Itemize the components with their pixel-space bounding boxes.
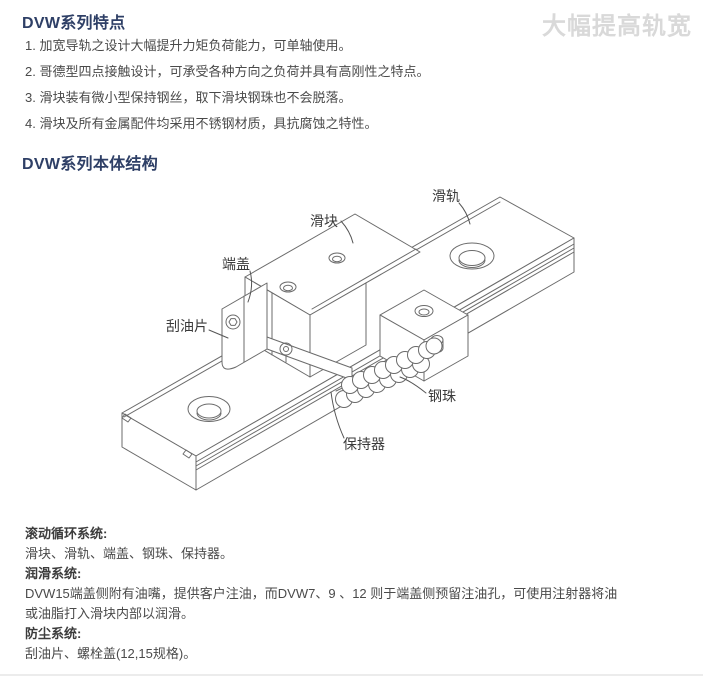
steel-balls-drawing: [335, 337, 443, 408]
lubrication-system-body-line1: DVW15端盖侧附有油嘴，提供客户注油，而DVW7、9 、12 则于端盖侧预留注…: [25, 586, 618, 601]
label-oil-scraper: 刮油片: [166, 318, 208, 334]
features-title: DVW系列特点: [22, 15, 126, 32]
diagram-labels: 滑块 滑轨 端盖 刮油片 钢珠 保持器: [166, 188, 460, 452]
lubrication-system-body-line2: 或油脂打入滑块内部以润滑。: [25, 606, 195, 621]
bottom-divider: [0, 674, 703, 676]
label-retainer: 保持器: [343, 436, 385, 452]
systems-section: 滚动循环系统: 滑块、滑轨、端盖、钢珠、保持器。 润滑系统: DVW15端盖侧附…: [25, 524, 617, 664]
label-slider: 滑块: [310, 213, 338, 229]
label-steel-ball: 钢珠: [428, 388, 456, 404]
feature-item: 4. 滑块及所有金属配件均采用不锈钢材质，具抗腐蚀之特性。: [25, 116, 378, 131]
dustproof-system-body: 刮油片、螺栓盖(12,15规格)。: [25, 646, 197, 661]
structure-title: DVW系列本体结构: [22, 156, 159, 173]
dustproof-system-title: 防尘系统:: [25, 626, 82, 641]
label-rail: 滑轨: [432, 188, 460, 204]
features-list: 1. 加宽导轨之设计大幅提升力矩负荷能力，可单轴使用。 2. 哥德型四点接触设计…: [25, 33, 429, 137]
watermark-text: 大幅提高轨宽: [542, 13, 692, 40]
feature-item: 3. 滑块装有微小型保持钢丝，取下滑块钢珠也不会脱落。: [25, 90, 352, 105]
rolling-system-body: 滑块、滑轨、端盖、钢珠、保持器。: [25, 546, 234, 561]
rolling-system-title: 滚动循环系统:: [25, 526, 108, 541]
end-cap-drawing: [221, 282, 353, 381]
label-end-cap: 端盖: [222, 256, 250, 272]
feature-item: 2. 哥德型四点接触设计，可承受各种方向之负荷并具有高刚性之特点。: [25, 64, 430, 79]
lubrication-system-title: 润滑系统:: [25, 566, 82, 581]
feature-item: 1. 加宽导轨之设计大幅提升力矩负荷能力，可单轴使用。: [25, 38, 352, 53]
leader-lines: [208, 202, 471, 439]
